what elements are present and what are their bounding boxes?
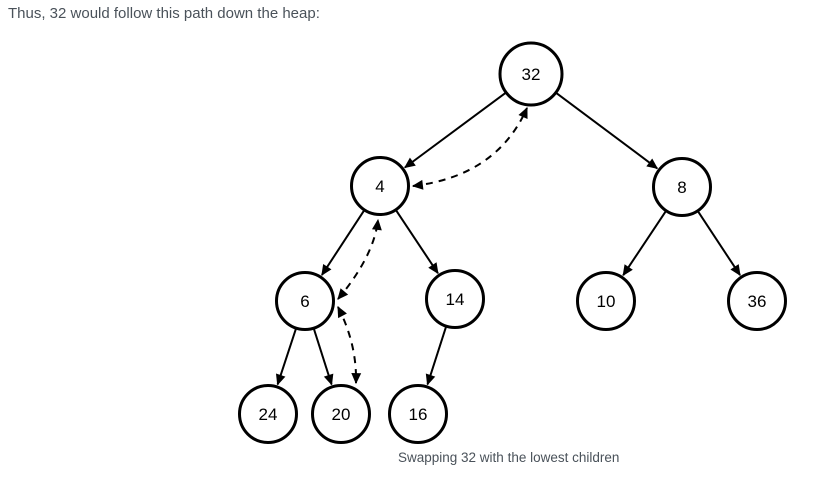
node-24-circle <box>238 384 298 444</box>
node-16-circle <box>388 384 448 444</box>
node-10-circle <box>576 271 636 331</box>
tree-node-24: 24 <box>238 384 298 444</box>
tree-node-16: 16 <box>388 384 448 444</box>
swap-edge-4-6 <box>337 218 382 300</box>
node-10-label: 10 <box>597 292 616 311</box>
tree-node-14: 14 <box>425 269 485 329</box>
edge-8-10 <box>622 210 667 277</box>
tree-edges <box>275 90 741 386</box>
swap-edge-32-4 <box>411 106 528 190</box>
edge-6-20 <box>312 328 334 386</box>
tree-node-20: 20 <box>311 384 371 444</box>
node-16-label: 16 <box>409 405 428 424</box>
node-8-label: 8 <box>677 178 686 197</box>
tree-node-6: 6 <box>275 271 335 331</box>
edge-32-8 <box>553 90 659 170</box>
node-8-circle <box>652 157 712 217</box>
swap-edge-6-20 <box>337 306 362 385</box>
diagram-caption: Swapping 32 with the lowest children <box>398 450 620 465</box>
node-4-label: 4 <box>375 177 384 196</box>
node-20-label: 20 <box>332 405 351 424</box>
node-6-label: 6 <box>300 292 309 311</box>
swap-path-edges <box>337 106 528 385</box>
tree-node-32: 32 <box>498 41 564 107</box>
node-36-circle <box>727 271 787 331</box>
tree-node-36: 36 <box>727 271 787 331</box>
edge-32-4 <box>404 90 509 169</box>
edge-4-6 <box>321 209 366 276</box>
edge-4-14 <box>395 209 439 275</box>
node-36-label: 36 <box>748 292 767 311</box>
node-24-label: 24 <box>259 405 278 424</box>
tree-node-10: 10 <box>576 271 636 331</box>
edge-6-24 <box>275 328 297 386</box>
edge-8-36 <box>697 210 741 277</box>
tree-node-8: 8 <box>652 157 712 217</box>
edge-14-16 <box>425 326 448 386</box>
node-14-circle <box>425 269 485 329</box>
tree-nodes: 32 4 8 6 14 10 <box>238 41 787 444</box>
tree-node-4: 4 <box>350 156 410 216</box>
page-title: Thus, 32 would follow this path down the… <box>8 5 320 22</box>
node-32-circle <box>498 41 564 107</box>
node-20-circle <box>311 384 371 444</box>
node-32-label: 32 <box>522 65 541 84</box>
node-6-circle <box>275 271 335 331</box>
node-4-circle <box>350 156 410 216</box>
node-14-label: 14 <box>446 290 465 309</box>
